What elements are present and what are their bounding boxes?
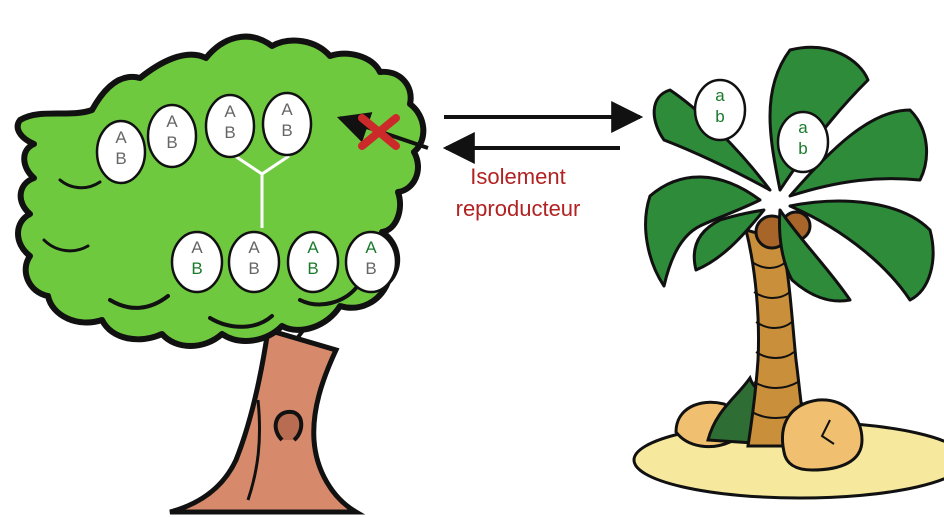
- allele-top: A: [248, 238, 260, 257]
- cell-outline: [261, 91, 313, 157]
- allele-bottom: B: [166, 133, 177, 152]
- isolation-label-line1: Isolement: [470, 164, 565, 189]
- genotype-cell: AB: [95, 119, 147, 185]
- cell-outline: [776, 110, 830, 174]
- allele-top: A: [307, 238, 319, 257]
- tree-canopy: [14, 33, 427, 349]
- lineage-lines: [234, 154, 290, 228]
- allele-top: A: [224, 102, 236, 121]
- genotype-cell: AB: [261, 91, 313, 157]
- palm-tree-icon: [632, 45, 944, 500]
- canopy-shadow-left: [42, 178, 102, 253]
- cell-outline: [693, 78, 747, 142]
- trunk-line: [246, 399, 262, 501]
- allele-bottom: B: [191, 259, 202, 278]
- allele-bottom: b: [798, 139, 807, 158]
- allele-top: a: [715, 86, 725, 105]
- allele-bottom: B: [281, 121, 292, 140]
- allele-top: A: [115, 128, 127, 147]
- canopy-shadow: [108, 286, 358, 329]
- genotype-cell: AB: [170, 230, 224, 294]
- tree-trunk: [169, 326, 366, 515]
- allele-bottom: B: [115, 149, 126, 168]
- allele-top: a: [798, 118, 808, 137]
- allele-top: A: [191, 238, 203, 257]
- genotype-cell: AB: [146, 103, 198, 169]
- allele-bottom: B: [224, 123, 235, 142]
- genotype-cell: AB: [286, 230, 340, 294]
- cell-outline: [95, 119, 147, 185]
- palm-fronds: [644, 45, 935, 303]
- cell-outline: [227, 230, 281, 294]
- allele-bottom: b: [715, 107, 724, 126]
- rock-crack: [820, 419, 835, 445]
- allele-top: A: [166, 112, 178, 131]
- genotype-cell: AB: [204, 93, 256, 159]
- cell-outline: [286, 230, 340, 294]
- genotype-cell: ab: [776, 110, 830, 174]
- allele-bottom: B: [307, 259, 318, 278]
- isolation-label-line2: reproducteur: [456, 196, 581, 221]
- allele-top: A: [365, 238, 377, 257]
- genotype-cell: AB: [344, 230, 398, 294]
- cross-icon: [358, 114, 400, 150]
- trunk-knot: [273, 409, 304, 442]
- allele-bottom: B: [248, 259, 259, 278]
- genotype-cell: ab: [693, 78, 747, 142]
- allele-top: A: [281, 100, 293, 119]
- cell-outline: [344, 230, 398, 294]
- cell-outline: [170, 230, 224, 294]
- cell-outline: [146, 103, 198, 169]
- allele-bottom: B: [365, 259, 376, 278]
- cell-outline: [204, 93, 256, 159]
- genotype-cell: AB: [227, 230, 281, 294]
